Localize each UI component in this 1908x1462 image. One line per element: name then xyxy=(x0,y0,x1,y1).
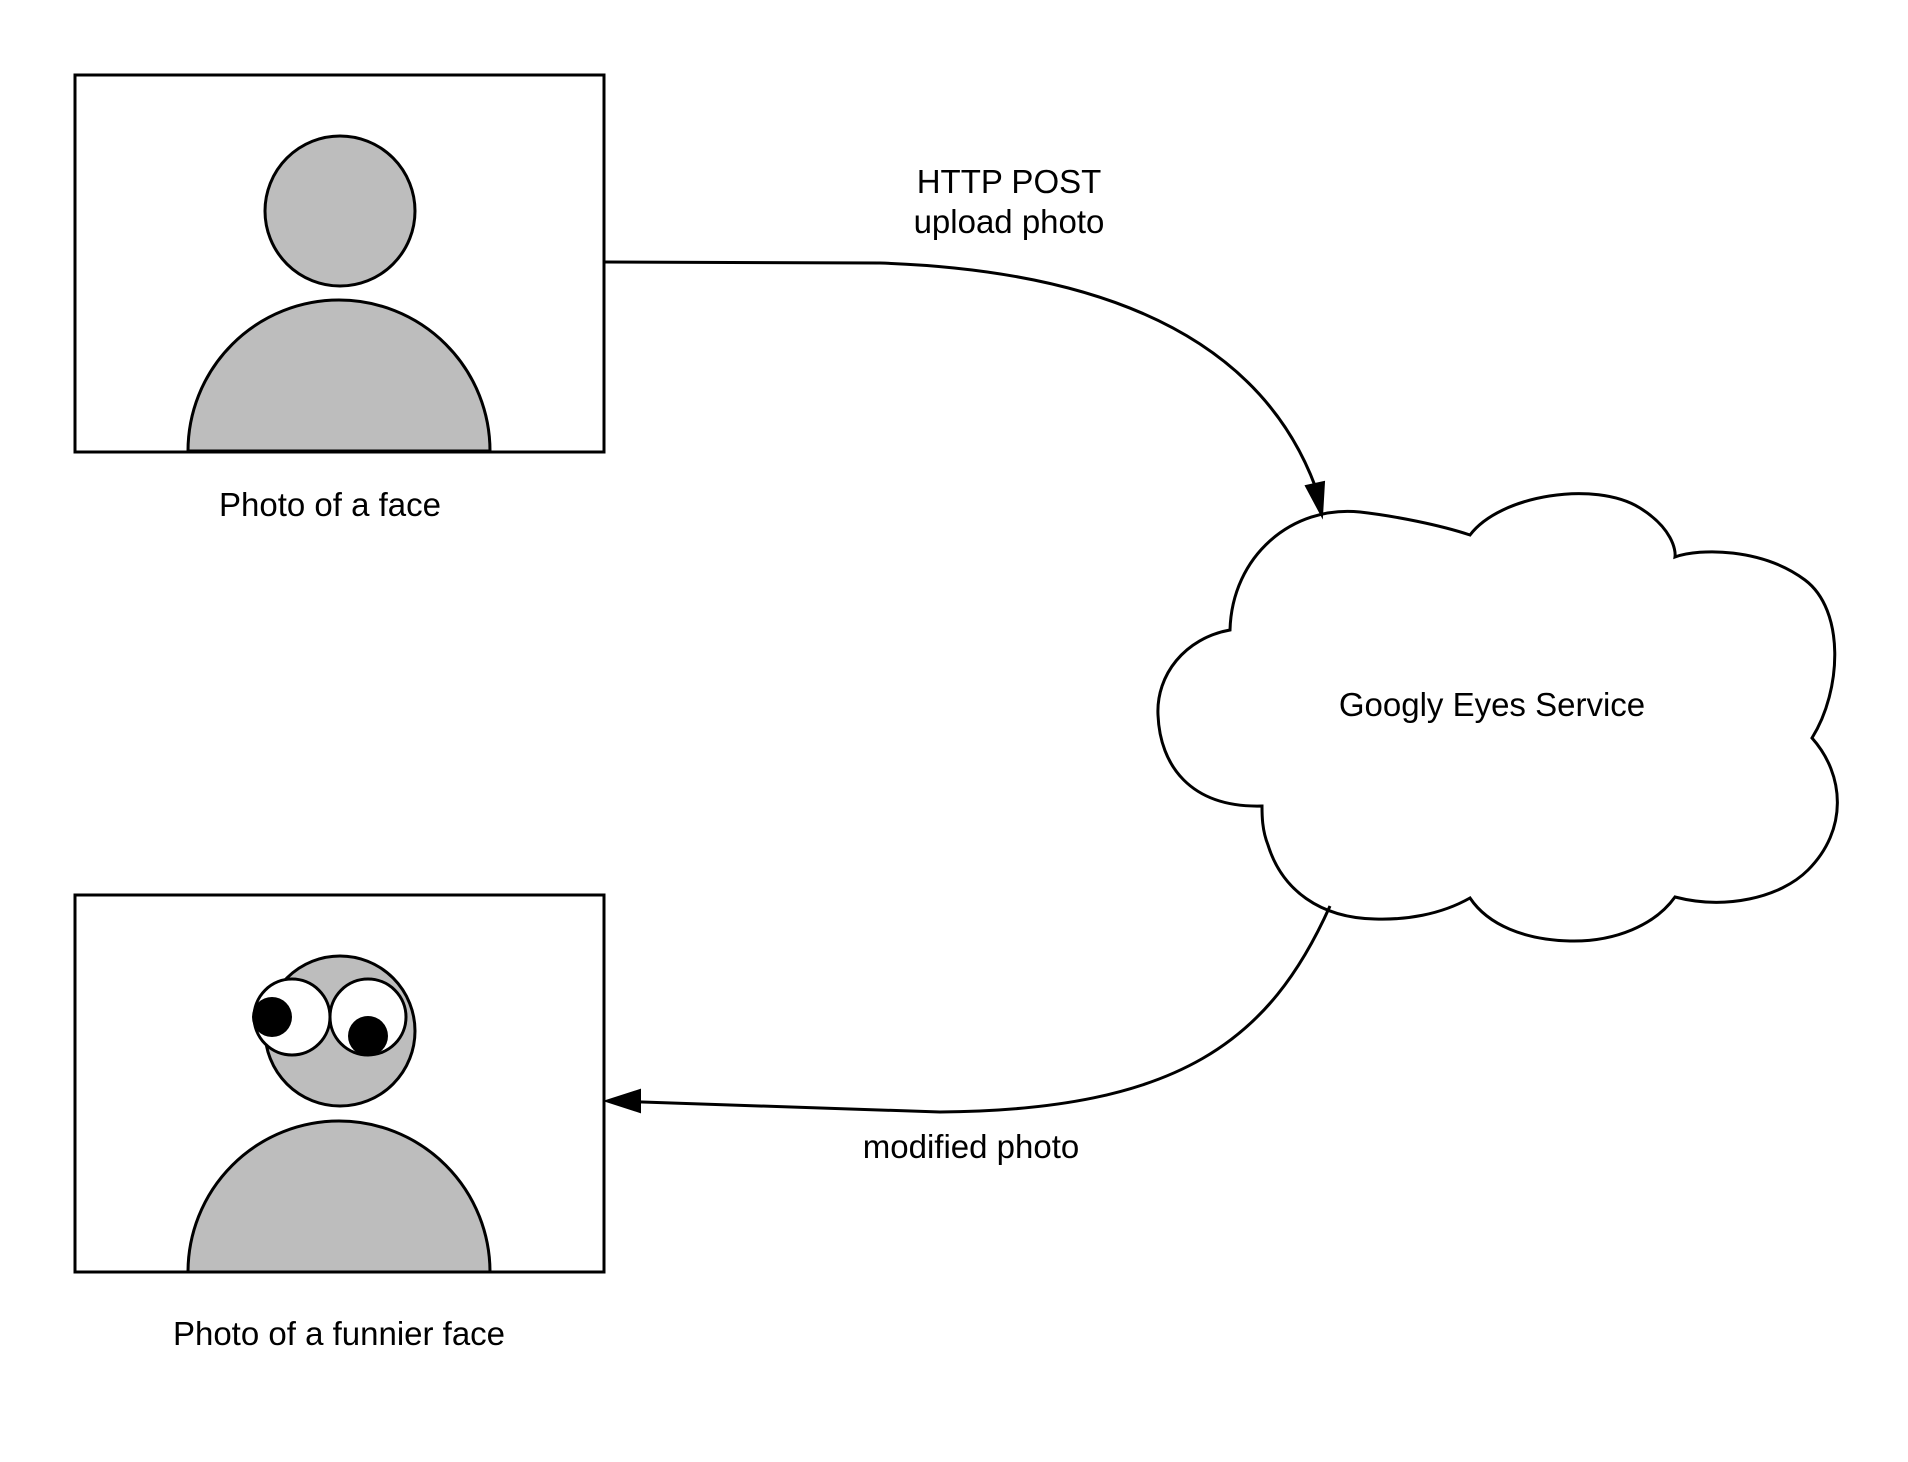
upload-arrow-line xyxy=(603,260,1322,501)
result-photo-frame xyxy=(73,893,606,1274)
upload-label-line1: HTTP POST xyxy=(917,163,1102,200)
upload-label-line2: upload photo xyxy=(914,203,1105,240)
response-arrow-line xyxy=(611,905,1332,1114)
source-photo-label: Photo of a face xyxy=(219,486,441,523)
result-photo-label: Photo of a funnier face xyxy=(173,1315,505,1352)
service-cloud-shape xyxy=(1156,492,1839,943)
response-arrowhead xyxy=(602,1088,641,1114)
person-googly-icon xyxy=(186,954,492,1274)
person-body xyxy=(186,298,492,453)
person-icon xyxy=(186,134,492,453)
result-photo-border xyxy=(73,893,606,1274)
upload-arrowhead xyxy=(1304,480,1326,520)
person-body xyxy=(186,1119,492,1274)
left-pupil xyxy=(252,997,292,1037)
person-head xyxy=(263,134,417,288)
response-label: modified photo xyxy=(863,1128,1079,1165)
source-photo-frame xyxy=(73,73,606,454)
service-label: Googly Eyes Service xyxy=(1339,686,1645,723)
right-pupil xyxy=(348,1016,388,1056)
